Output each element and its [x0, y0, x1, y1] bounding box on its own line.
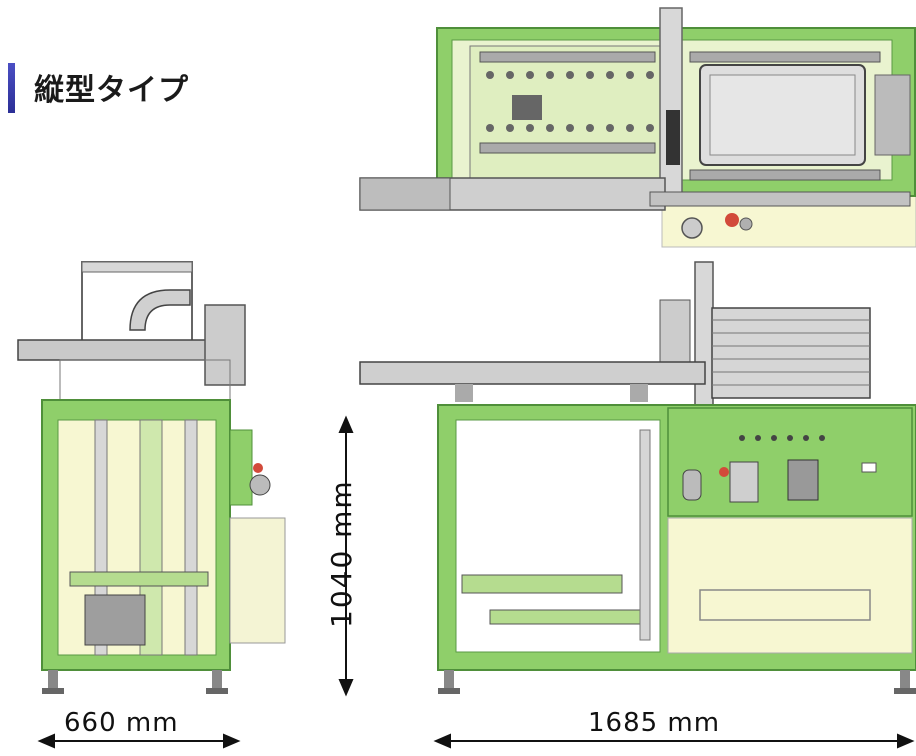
title-accent-bar: [8, 63, 15, 113]
dimension-arrows: [37, 415, 915, 749]
length-dimension-label: 1685 mm: [588, 708, 721, 738]
top-view: [359, 7, 916, 248]
width-dimension-label: 660 mm: [64, 708, 179, 738]
side-view: [17, 261, 286, 694]
page-title: 縦型タイプ: [34, 73, 189, 108]
height-dimension-text: 1040 mm: [325, 479, 358, 628]
front-view: [359, 261, 916, 694]
height-dimension-label: 1040 mm: [311, 468, 371, 638]
